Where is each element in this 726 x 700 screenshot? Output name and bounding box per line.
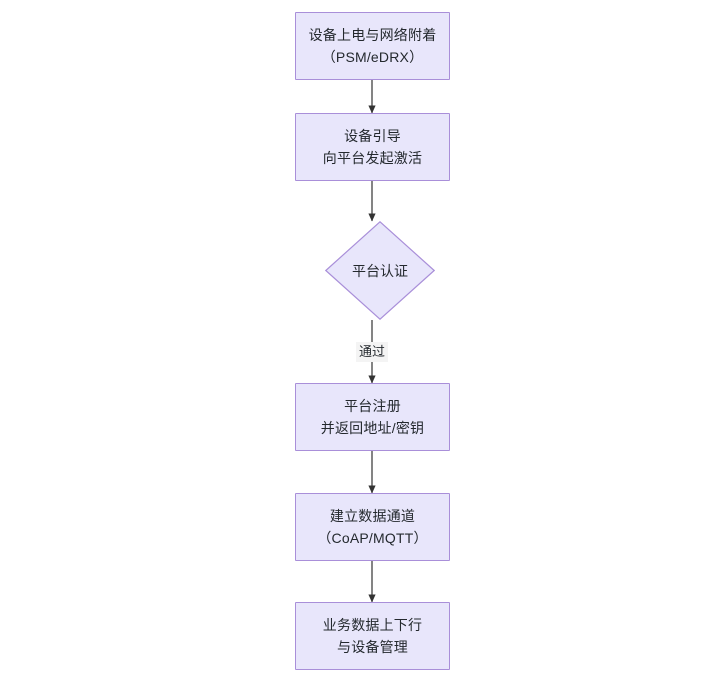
node-label: 设备上电与网络附着 （PSM/eDRX） <box>308 27 437 65</box>
process-node[interactable]: 设备上电与网络附着 （PSM/eDRX） <box>295 12 450 80</box>
process-node[interactable]: 建立数据通道 （CoAP/MQTT） <box>295 493 450 561</box>
edge-label: 通过 <box>355 342 389 362</box>
process-node[interactable]: 设备引导 向平台发起激活 <box>295 113 450 181</box>
node-label: 建立数据通道 （CoAP/MQTT） <box>317 508 428 546</box>
node-label: 业务数据上下行 与设备管理 <box>322 617 423 655</box>
node-label: 平台注册 并返回地址/密钥 <box>320 398 425 436</box>
process-node[interactable]: 业务数据上下行 与设备管理 <box>295 602 450 670</box>
node-label: 平台认证 <box>352 262 408 279</box>
node-label: 设备引导 向平台发起激活 <box>322 128 423 166</box>
decision-node[interactable]: 平台认证 <box>325 221 435 320</box>
diamond-shape <box>325 221 435 320</box>
process-node[interactable]: 平台注册 并返回地址/密钥 <box>295 383 450 451</box>
